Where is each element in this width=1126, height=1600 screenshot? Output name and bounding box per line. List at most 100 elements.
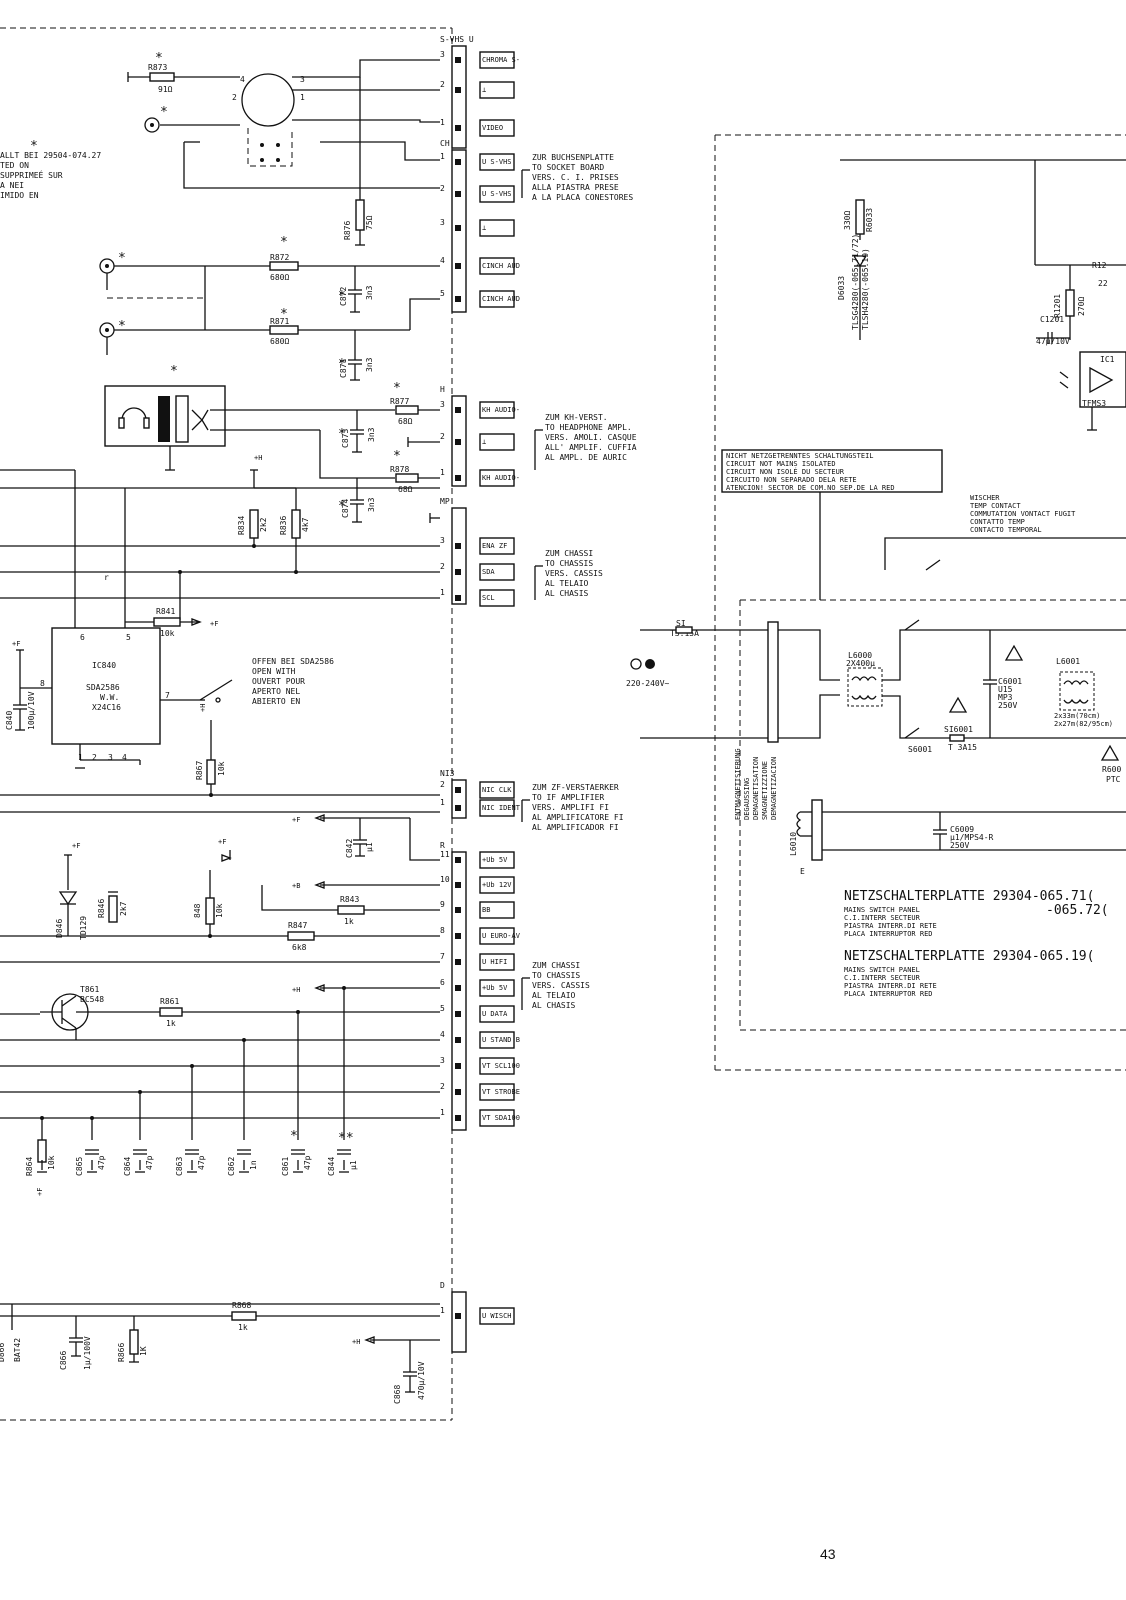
choke-l6000	[847, 667, 883, 707]
connector-label-svhs: S-VHS U	[440, 35, 474, 44]
connector-label-h: H	[440, 385, 445, 394]
pin-label: CINCH AUD	[482, 295, 520, 303]
pin-label-box	[479, 589, 515, 607]
connector-pin	[455, 1089, 461, 1095]
svg-text:MP3: MP3	[998, 693, 1013, 702]
svg-text:R846: R846	[97, 899, 106, 918]
svg-text:8: 8	[40, 679, 45, 688]
note-asterisk: A NEI	[0, 181, 24, 190]
connector-pin	[455, 475, 461, 481]
pin-label-box	[479, 953, 515, 971]
svg-text:R12: R12	[1092, 261, 1107, 270]
svg-text:L6000: L6000	[848, 651, 872, 660]
connector-pin	[455, 125, 461, 131]
svg-text:3: 3	[440, 218, 445, 227]
connector-pin	[455, 191, 461, 197]
connector-mp	[451, 507, 467, 605]
svg-text:C863: C863	[175, 1157, 184, 1176]
pin-label-box	[479, 153, 515, 171]
svg-text:TLSH4280(-065.19): TLSH4280(-065.19)	[861, 248, 870, 330]
cinch-jack-video	[144, 117, 160, 133]
svg-text:47p: 47p	[97, 1155, 106, 1170]
connector-pin	[455, 959, 461, 965]
resistor-r861	[159, 1007, 183, 1017]
note-socket-board: A LA PLACA CONESTORES	[532, 193, 633, 202]
connector-svhs	[451, 45, 467, 149]
svg-text:1µ/100V: 1µ/100V	[83, 1336, 92, 1370]
svg-text:+H: +H	[292, 986, 300, 994]
svg-text:R866: R866	[117, 1343, 126, 1362]
pin-label: VIDEO	[482, 124, 503, 132]
resistor-r846	[108, 895, 118, 923]
svg-text:*: *	[30, 139, 38, 154]
pin-label-box	[479, 979, 515, 997]
pin-label: BB	[482, 906, 490, 914]
note-headphone: ZUM KH-VERST.	[545, 413, 608, 422]
note-offen-bei: OFFEN BEI SDA2586	[252, 657, 334, 666]
note-socket-board: VERS. C. I. PRISES	[532, 173, 619, 182]
pin-label-box	[479, 469, 515, 487]
fuse-si6001	[949, 734, 965, 742]
resistor-r876	[355, 199, 365, 231]
svg-text:R867: R867	[195, 761, 204, 780]
svg-text:PTC: PTC	[1106, 775, 1121, 784]
svg-text:R861: R861	[160, 997, 179, 1006]
svg-text:10k: 10k	[160, 629, 175, 638]
svg-text:R871: R871	[270, 317, 289, 326]
connector-label-mp: MP	[440, 497, 450, 506]
svg-text:2: 2	[232, 93, 237, 102]
svg-text:C873: C873	[341, 429, 350, 448]
svg-text:T 3A15: T 3A15	[948, 743, 977, 752]
svg-text:R872: R872	[270, 253, 289, 262]
svg-text:R836: R836	[279, 516, 288, 535]
svg-text:6: 6	[440, 978, 445, 987]
panel-title-1: NETZSCHALTERPLATTE 29304-065.71(	[844, 889, 1094, 904]
svg-text:C865: C865	[75, 1157, 84, 1176]
pin-label: U EURO-AV	[482, 932, 521, 940]
diode-d846	[58, 891, 78, 906]
resistor-r877	[395, 405, 419, 415]
svg-text:3: 3	[440, 1056, 445, 1065]
svg-text:3: 3	[108, 753, 113, 762]
pin-label: U S-VHS	[482, 158, 512, 166]
svg-text:*: *	[393, 381, 401, 396]
svg-text:4k7: 4k7	[301, 517, 310, 532]
mains-terminal	[767, 621, 779, 743]
svg-text:10: 10	[440, 875, 450, 884]
svg-text:R841: R841	[156, 607, 175, 616]
note-headphone: TO HEADPHONE AMPL.	[545, 423, 632, 432]
pin-label: NIC CLK	[482, 786, 512, 794]
svg-text:10k: 10k	[47, 1155, 56, 1170]
choke-l6001	[1059, 671, 1095, 711]
svg-text:C864: C864	[123, 1157, 132, 1176]
fuse-si	[675, 626, 693, 634]
connector-pin	[455, 1115, 461, 1121]
svg-text:*: *	[338, 499, 346, 514]
svg-text:D846: D846	[55, 919, 64, 938]
pin-label-box	[479, 1109, 515, 1127]
note-asterisk: ALLT BEI 29504-074.27	[0, 151, 101, 160]
svg-text:TD129: TD129	[79, 916, 88, 940]
pin-label: +Ub 12V	[482, 881, 512, 889]
svg-text:DEGAUSSING: DEGAUSSING	[743, 778, 751, 820]
note-socket-board: TO SOCKET BOARD	[532, 163, 604, 172]
svg-text:µ1/MPS4-R: µ1/MPS4-R	[950, 833, 994, 842]
svg-text:C862: C862	[227, 1157, 236, 1176]
svg-text:1: 1	[440, 468, 445, 477]
pin-label: SDA	[482, 568, 495, 576]
svg-text:R834: R834	[237, 516, 246, 535]
connector-label-r: R	[440, 841, 445, 850]
connector-pin	[455, 805, 461, 811]
svg-text:8: 8	[440, 926, 445, 935]
connector-pin	[455, 882, 461, 888]
pin-label: +Ub 5V	[482, 984, 508, 992]
svg-text:1: 1	[440, 152, 445, 161]
note-offen-bei: OUVERT POUR	[252, 677, 305, 686]
svg-text:W.W.: W.W.	[100, 693, 119, 702]
svg-text:1K: 1K	[139, 1346, 148, 1356]
svg-text:2: 2	[440, 780, 445, 789]
panel-sub-2: MAINS SWITCH PANEL	[844, 966, 920, 974]
svg-text:47p: 47p	[145, 1155, 154, 1170]
svg-text:*: *	[118, 319, 126, 334]
